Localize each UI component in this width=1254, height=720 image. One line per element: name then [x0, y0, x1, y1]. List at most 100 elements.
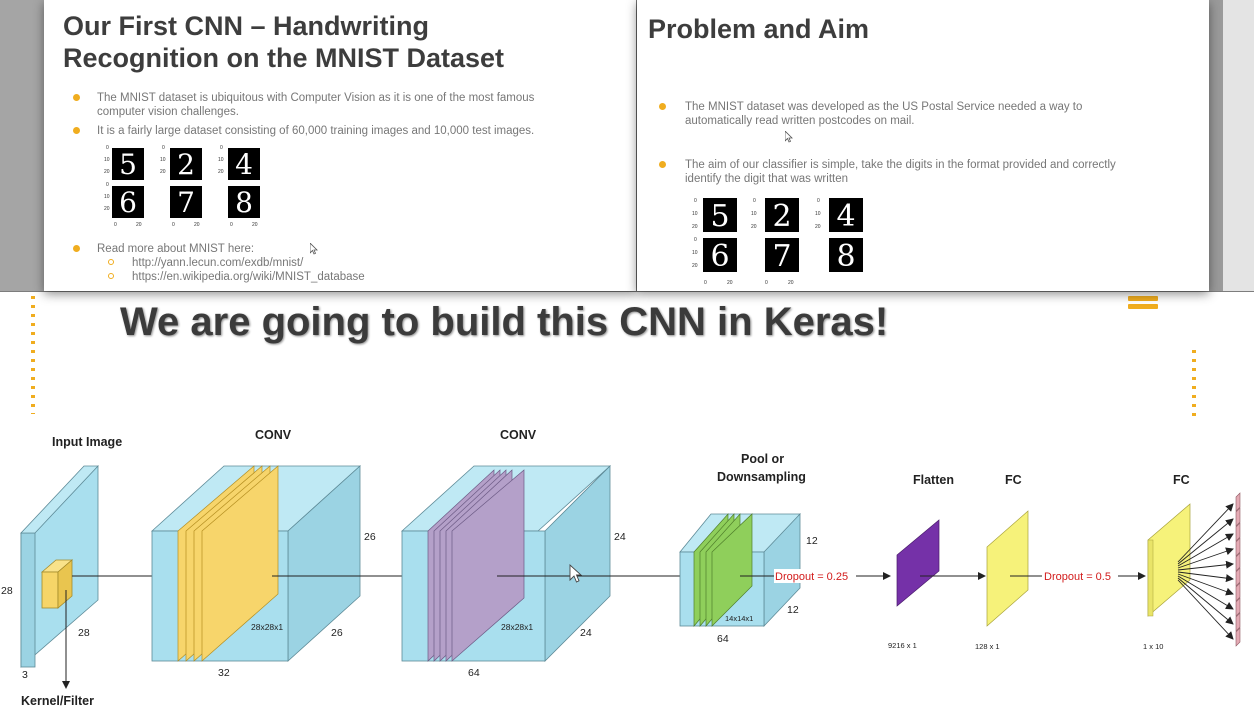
svg-text:10: 10	[104, 194, 110, 200]
mouse-cursor-icon	[785, 131, 793, 143]
svg-text:0: 0	[220, 145, 223, 151]
svg-text:10: 10	[815, 211, 821, 217]
decor-dotted-line-left	[31, 296, 35, 414]
workspace-right-margin	[1209, 0, 1254, 291]
label-fc1: FC	[1005, 473, 1022, 487]
svg-text:28: 28	[78, 627, 90, 639]
svg-text:20: 20	[252, 222, 258, 228]
svg-text:20: 20	[218, 169, 224, 175]
svg-text:0: 0	[172, 222, 175, 228]
svg-text:0: 0	[694, 237, 697, 243]
label-dropout-2: Dropout = 0.5	[1044, 571, 1111, 583]
digit-2: 2	[772, 199, 791, 234]
svg-text:20: 20	[751, 224, 757, 230]
svg-text:10: 10	[692, 211, 698, 217]
grid-ticks: 0 10 20 0 10 20 0 10 20 0 10 20 0 20 0 2…	[104, 145, 258, 228]
label-pool: Pool or	[741, 452, 784, 466]
digit-5: 5	[710, 199, 729, 234]
bullet-text: The aim of our classifier is simple, tak…	[685, 159, 1116, 171]
svg-text:0: 0	[106, 145, 109, 151]
label-pool-line2: Downsampling	[717, 470, 806, 484]
link-text: http://yann.lecun.com/exdb/mnist/	[132, 257, 304, 269]
svg-text:0: 0	[106, 182, 109, 188]
svg-text:14x14x1: 14x14x1	[725, 614, 753, 623]
digit-6: 6	[119, 186, 137, 219]
fc1-layer	[986, 510, 1029, 627]
bullet-text: computer vision challenges.	[97, 106, 239, 118]
svg-text:1 x 10: 1 x 10	[1143, 642, 1163, 651]
svg-text:10: 10	[751, 211, 757, 217]
svg-text:26: 26	[331, 627, 343, 639]
bullet-item: It is a fairly large dataset consisting …	[73, 124, 617, 138]
svg-text:0: 0	[765, 280, 768, 286]
digit-2: 2	[177, 148, 195, 181]
bullet-dot-icon	[73, 94, 80, 101]
bullet-item: The aim of our classifier is simple, tak…	[659, 158, 1195, 186]
svg-text:20: 20	[194, 222, 200, 228]
bullet-dot-icon	[659, 161, 666, 168]
svg-text:9216 x 1: 9216 x 1	[888, 641, 917, 650]
link-text: https://en.wikipedia.org/wiki/MNIST_data…	[132, 271, 365, 283]
slide-title-line2: Recognition on the MNIST Dataset	[63, 43, 505, 73]
svg-text:28: 28	[1, 585, 13, 597]
svg-text:32: 32	[218, 667, 230, 679]
svg-text:26: 26	[364, 531, 376, 543]
svg-text:24: 24	[614, 531, 626, 543]
bullet-dot-icon	[73, 245, 80, 252]
slide-thumbnail-mnist[interactable]: Our First CNN – Handwriting Recognition …	[44, 0, 636, 291]
svg-text:0: 0	[162, 145, 165, 151]
digit-7: 7	[772, 239, 791, 274]
svg-text:24: 24	[580, 627, 592, 639]
svg-text:0: 0	[114, 222, 117, 228]
svg-text:128 x 1: 128 x 1	[975, 642, 1000, 651]
svg-text:20: 20	[788, 280, 794, 286]
link-item[interactable]: https://en.wikipedia.org/wiki/MNIST_data…	[108, 270, 365, 284]
svg-text:10: 10	[104, 157, 110, 163]
slide-thumbnail-problem-aim[interactable]: Problem and Aim The MNIST dataset was de…	[637, 0, 1209, 291]
mouse-cursor-icon	[569, 563, 583, 583]
fc2-layer	[1147, 503, 1191, 617]
workspace-left-margin	[0, 0, 44, 291]
svg-text:20: 20	[104, 169, 110, 175]
svg-text:20: 20	[136, 222, 142, 228]
link-item[interactable]: http://yann.lecun.com/exdb/mnist/	[108, 256, 304, 270]
svg-text:64: 64	[717, 633, 729, 645]
digit-8: 8	[836, 239, 855, 274]
decor-yellow-tab	[1128, 294, 1158, 312]
svg-text:0: 0	[694, 198, 697, 204]
mnist-digit-grid-right: 0 10 20 0 10 20 0 10 20 0 10 20 0 20 0 2…	[692, 198, 863, 286]
svg-text:10: 10	[692, 250, 698, 256]
svg-text:20: 20	[815, 224, 821, 230]
cnn-architecture-diagram: Input Image CONV CONV Pool or Downsampli…	[1, 428, 1241, 708]
svg-text:20: 20	[104, 206, 110, 212]
svg-text:10: 10	[218, 157, 224, 163]
decor-dotted-line-right	[1192, 350, 1196, 418]
pool-feature-maps	[693, 513, 753, 627]
svg-text:20: 20	[160, 169, 166, 175]
slide-title-line1: Our First CNN – Handwriting	[63, 11, 430, 41]
bullet-item: Read more about MNIST here:	[73, 242, 497, 256]
bullet-text: It is a fairly large dataset consisting …	[97, 125, 535, 137]
digit-4: 4	[235, 148, 253, 181]
svg-text:12: 12	[806, 535, 818, 547]
main-slide-title: We are going to build this CNN in Keras!	[120, 300, 889, 344]
svg-text:3: 3	[22, 669, 28, 681]
digit-8: 8	[235, 186, 253, 219]
mouse-cursor-icon	[310, 243, 318, 255]
bullet-text: Read more about MNIST here:	[97, 243, 255, 255]
digit-5: 5	[119, 148, 137, 181]
bullet-dot-icon	[73, 127, 80, 134]
bullet-text: The MNIST dataset was developed as the U…	[685, 101, 1083, 113]
svg-text:20: 20	[727, 280, 733, 286]
bullet-item: The MNIST dataset is ubiquitous with Com…	[73, 91, 597, 119]
svg-text:20: 20	[692, 263, 698, 269]
output-arrows	[1177, 503, 1234, 640]
svg-text:28x28x1: 28x28x1	[501, 622, 533, 632]
svg-text:10: 10	[160, 157, 166, 163]
svg-text:0: 0	[704, 280, 707, 286]
svg-text:28x28x1: 28x28x1	[251, 622, 283, 632]
label-conv1: CONV	[255, 428, 292, 442]
bullet-dot-icon	[659, 103, 666, 110]
flatten-layer	[896, 519, 940, 607]
digit-6: 6	[710, 239, 729, 274]
